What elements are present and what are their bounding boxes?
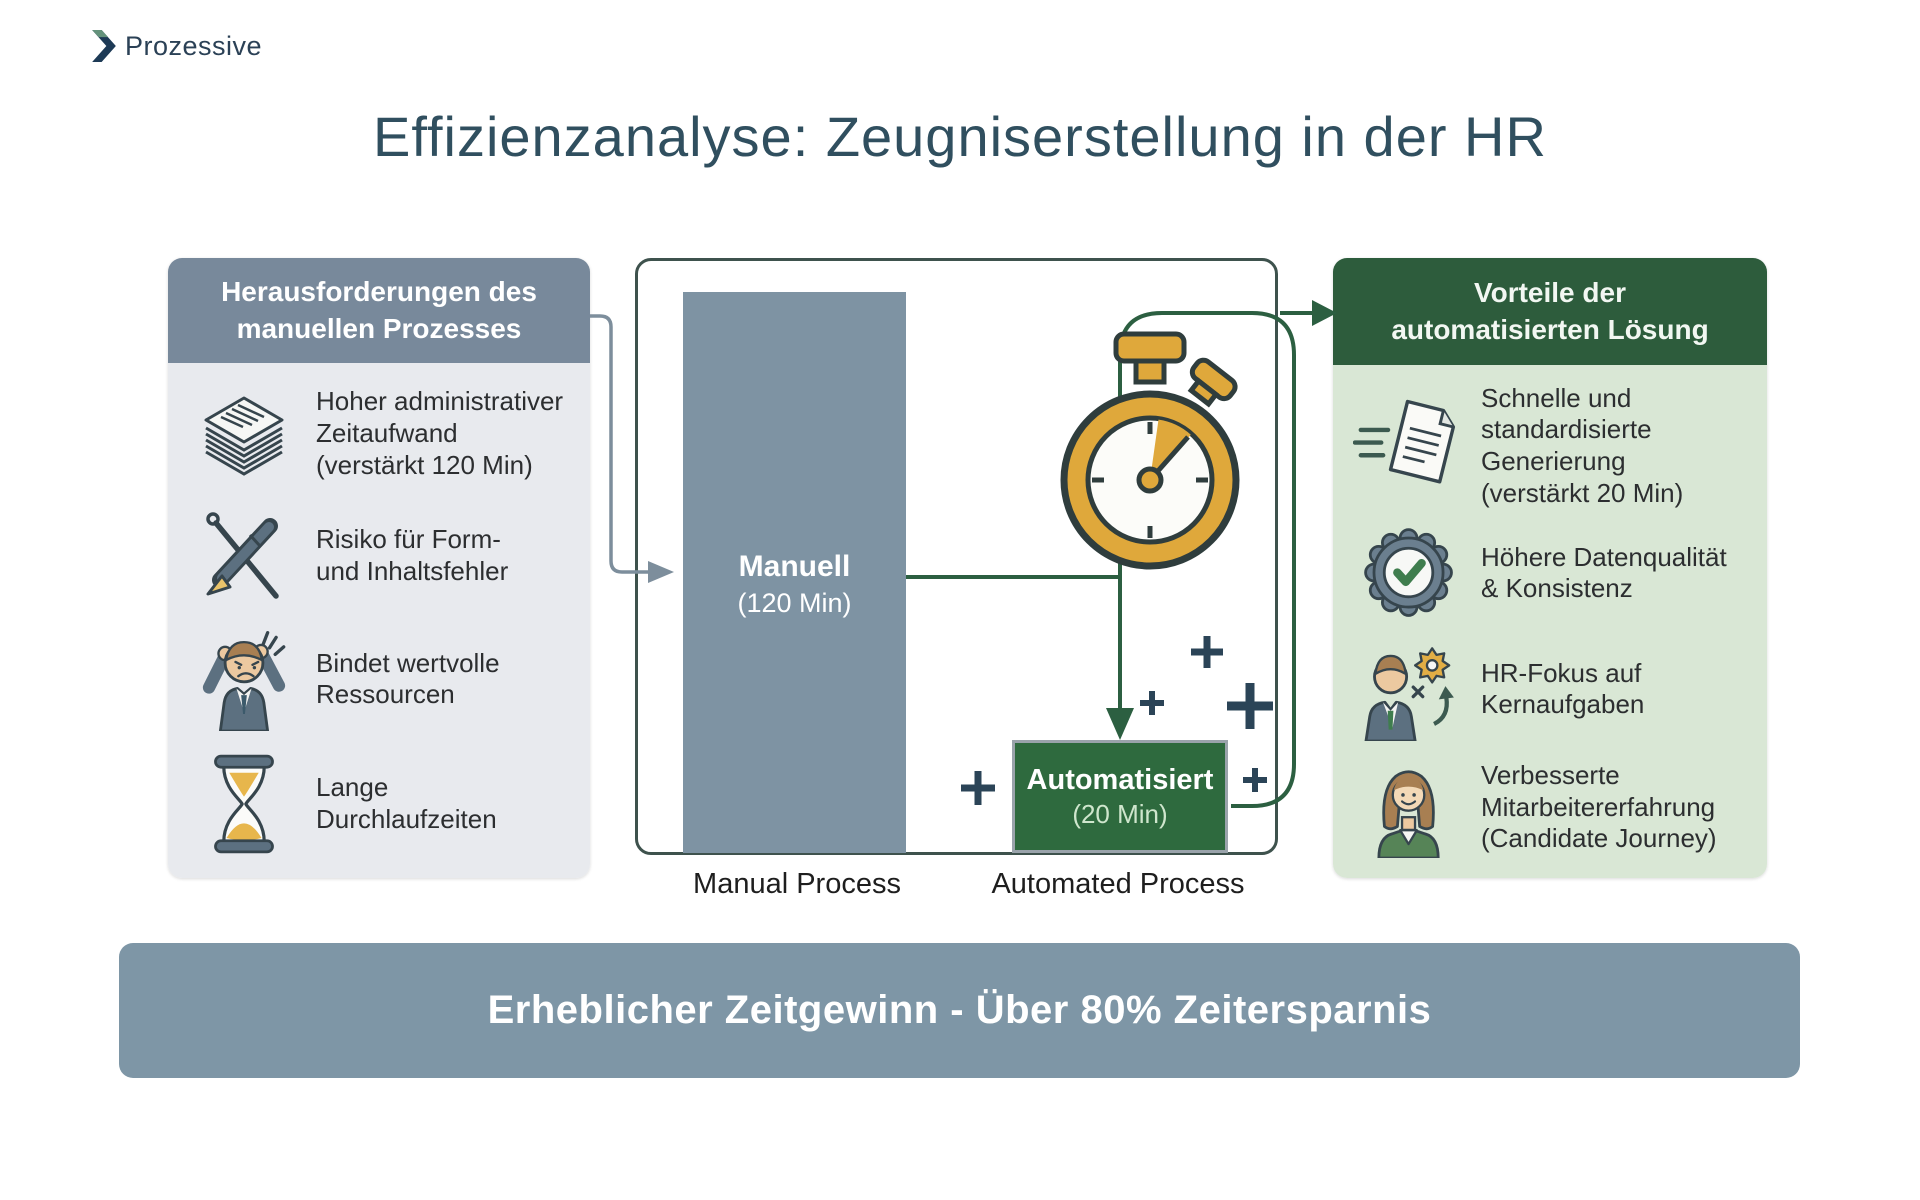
list-item: Verbesserte Mitarbeitererfahrung (Candid… xyxy=(1353,756,1753,859)
benefits-panel-body: Schnelle und standardisierte Generierung… xyxy=(1333,365,1767,878)
conclusion-banner-text: Erheblicher Zeitgewinn - Über 80% Zeiter… xyxy=(487,988,1432,1032)
hourglass-icon xyxy=(188,753,300,855)
logo-chevron-icon xyxy=(92,30,116,62)
list-item: Schnelle und standardisierte Generierung… xyxy=(1353,383,1753,510)
stopwatch-icon xyxy=(1060,331,1240,570)
list-item-text: Verbesserte Mitarbeitererfahrung (Candid… xyxy=(1481,759,1717,854)
stressed-person-icon xyxy=(188,627,300,732)
benefits-panel: Vorteile der automatisierten Lösung Schn… xyxy=(1333,258,1767,878)
list-item-text: Bindet wertvolle Ressourcen xyxy=(316,647,500,710)
automated-bar-label: Automatisiert xyxy=(1026,763,1214,796)
axis-label-automated: Automated Process xyxy=(991,868,1245,900)
list-item-text: Schnelle und standardisierte Generierung… xyxy=(1481,382,1684,508)
employee-experience-icon xyxy=(1353,756,1465,859)
list-item-text: Lange Durchlaufzeiten xyxy=(316,772,497,835)
paper-stack-icon xyxy=(188,384,300,484)
list-item-text: Hoher administrativer Zeitaufwand (verst… xyxy=(316,386,564,480)
quality-badge-icon xyxy=(1353,524,1465,622)
list-item-text: Risiko für Form- und Inhaltsfehler xyxy=(316,523,509,586)
list-item-text: HR-Fokus auf Kernaufgaben xyxy=(1481,657,1645,720)
page-title: Effizienzanalyse: Zeugniserstellung in d… xyxy=(373,105,1547,168)
list-item-text: Höhere Datenqualität & Konsistenz xyxy=(1481,541,1727,604)
manual-bar-time: (120 Min) xyxy=(737,588,852,618)
list-item: Lange Durchlaufzeiten xyxy=(188,753,576,855)
hr-focus-icon xyxy=(1353,637,1465,742)
benefits-panel-header: Vorteile der automatisierten Lösung xyxy=(1333,258,1767,365)
logo-text: Prozessive xyxy=(125,30,263,61)
automated-bar-time: (20 Min) xyxy=(1072,798,1168,829)
conclusion-banner: Erheblicher Zeitgewinn - Über 80% Zeiter… xyxy=(119,943,1800,1078)
challenges-panel-header: Herausforderungen des manuellen Prozesse… xyxy=(168,258,590,363)
fast-document-icon xyxy=(1353,394,1465,498)
list-item: Höhere Datenqualität & Konsistenz xyxy=(1353,524,1753,622)
pen-pencil-cross-icon xyxy=(188,506,300,606)
logo: Prozessive xyxy=(92,30,262,62)
challenges-panel: Herausforderungen des manuellen Prozesse… xyxy=(168,258,590,878)
manual-process-bar: Manuell (120 Min) xyxy=(683,292,906,853)
list-item: Risiko für Form- und Inhaltsfehler xyxy=(188,506,576,606)
automated-process-bar: Automatisiert (20 Min) xyxy=(1012,740,1228,853)
challenges-panel-body: Hoher administrativer Zeitaufwand (verst… xyxy=(168,363,590,878)
list-item: Bindet wertvolle Ressourcen xyxy=(188,627,576,732)
axis-label-manual: Manual Process xyxy=(693,868,901,900)
manual-bar-label: Manuell xyxy=(738,550,851,583)
list-item: HR-Fokus auf Kernaufgaben xyxy=(1353,637,1753,742)
list-item: Hoher administrativer Zeitaufwand (verst… xyxy=(188,384,576,484)
